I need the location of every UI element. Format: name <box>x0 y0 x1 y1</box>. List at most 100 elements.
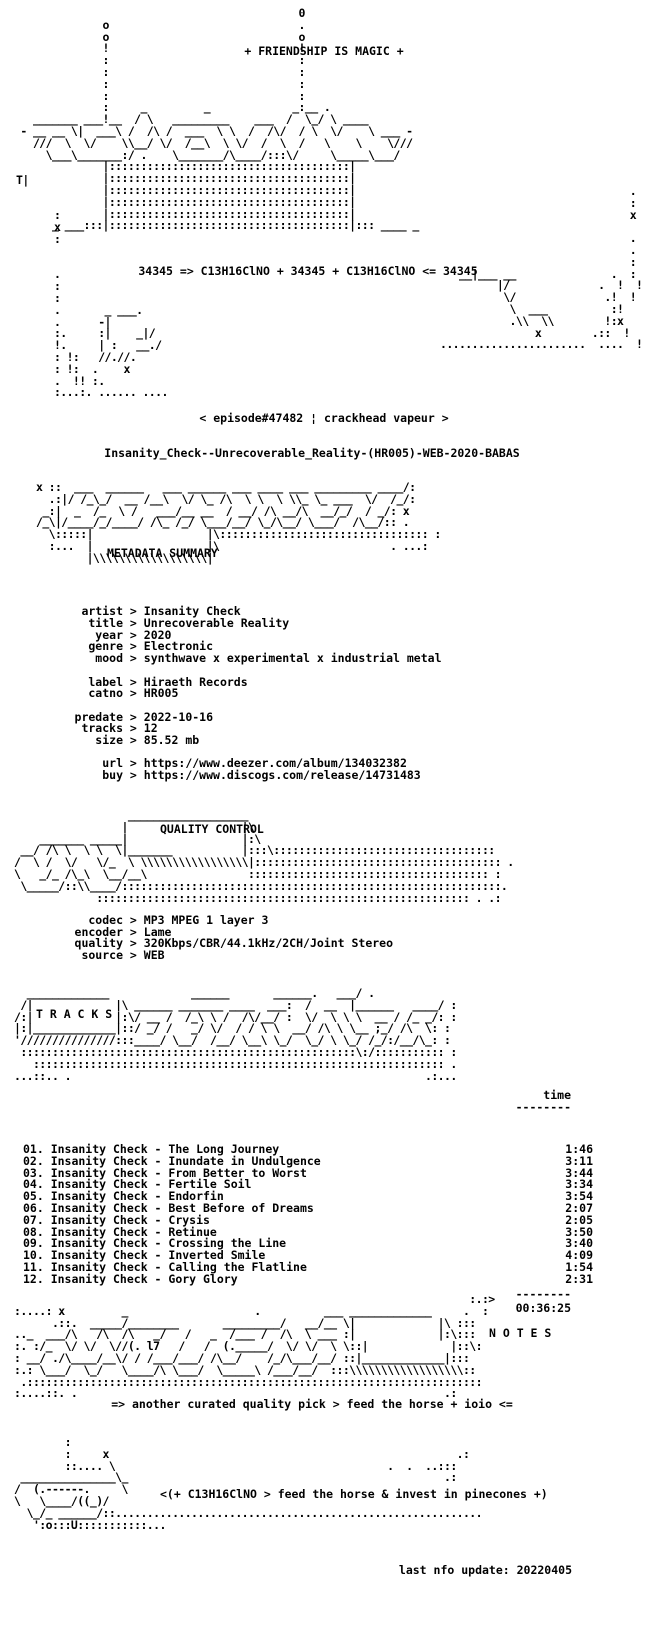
track-time: 3:40 <box>565 1236 593 1251</box>
track-time: 2:07 <box>565 1200 593 1215</box>
track-time: 1:54 <box>565 1259 593 1274</box>
footer-slogan: <(+ C13H16ClNO > feed the horse & invest… <box>160 1487 548 1501</box>
track-title: 03. Insanity Check - From Better to Wors… <box>23 1165 307 1180</box>
tracks-banner-ascii: _____________ ______ ______. ___/ . /| |… <box>14 986 457 1083</box>
metadata-key: artist <box>81 604 123 618</box>
quality-banner-ascii: ___________________ | |\ _______ _____| … <box>14 808 514 905</box>
track-time: 2:05 <box>565 1212 593 1227</box>
quality-value: WEB <box>143 948 165 962</box>
separator-glyph: > <box>123 710 144 724</box>
track-row: 03. Insanity Check - From Better to Wors… <box>23 1165 593 1180</box>
quality-row: quality > 320Kbps/CBR/44.1kHz/2CH/Joint … <box>60 936 394 950</box>
track-title: 04. Insanity Check - Fertile Soil <box>23 1177 252 1192</box>
separator-glyph: > <box>123 733 144 747</box>
episode-line: < episode#47482 ¦ crackhead vapeur > <box>199 411 449 425</box>
track-row: 08. Insanity Check - Retinue 3:50 <box>23 1224 593 1239</box>
track-time: 3:44 <box>565 1165 593 1180</box>
separator-glyph: > <box>123 721 144 735</box>
metadata-row: title > Unrecoverable Reality <box>60 616 290 630</box>
metadata-row: buy > https://www.discogs.com/release/14… <box>60 768 421 782</box>
metadata-key: size <box>95 733 123 747</box>
track-time: 3:11 <box>565 1153 593 1168</box>
quality-row: codec > MP3 MPEG 1 layer 3 <box>60 913 268 927</box>
track-time: 3:54 <box>565 1189 593 1204</box>
track-title: 01. Insanity Check - The Long Journey <box>23 1142 280 1156</box>
separator-glyph: > <box>123 604 144 618</box>
track-row: 04. Insanity Check - Fertile Soil 3:34 <box>23 1179 593 1191</box>
quality-heading: QUALITY CONTROL <box>160 822 264 836</box>
separator-glyph: > <box>123 948 144 962</box>
metadata-value: 85.52 mb <box>143 733 200 747</box>
quality-key: codec <box>88 913 123 927</box>
metadata-row: catno > HR005 <box>60 686 179 700</box>
tagline: + FRIENDSHIP IS MAGIC + <box>244 44 404 58</box>
track-title: 09. Insanity Check - Crossing the Line <box>23 1236 287 1251</box>
metadata-row: size > 85.52 mb <box>60 733 200 747</box>
metadata-key: tracks <box>81 721 123 735</box>
separator-glyph: > <box>123 651 144 665</box>
track-time: 4:09 <box>565 1248 593 1263</box>
track-title: 06. Insanity Check - Best Before of Drea… <box>23 1200 314 1215</box>
metadata-row: url > https://www.deezer.com/album/13403… <box>60 756 407 770</box>
footer-horse-ascii: : : x .: ::.... \ . . ..::: ____________… <box>14 1435 483 1532</box>
last-update: last nfo update: 20220405 <box>398 1563 572 1577</box>
metadata-value: 2022-10-16 <box>143 710 214 724</box>
track-row: 07. Insanity Check - Crysis 2:05 <box>23 1212 593 1227</box>
metadata-key: year <box>95 628 123 642</box>
metadata-row: predate > 2022-10-16 <box>60 710 214 724</box>
metadata-key: label <box>88 675 123 689</box>
metadata-key: genre <box>88 639 123 653</box>
metadata-key: catno <box>88 686 123 700</box>
track-title: 07. Insanity Check - Crysis <box>23 1212 210 1227</box>
notes-banner-ascii: :.:> :....: x _ . ___ _____________ . : … <box>14 1292 495 1401</box>
metadata-row: genre > Electronic <box>60 639 214 653</box>
notes-heading: N O T E S <box>489 1326 552 1340</box>
quality-key: encoder <box>74 925 123 939</box>
metadata-row: label > Hiraeth Records <box>60 675 248 689</box>
separator-glyph: > <box>123 639 144 653</box>
track-title: 11. Insanity Check - Calling the Flatlin… <box>23 1259 307 1274</box>
quality-row: source > WEB <box>60 948 165 962</box>
tracks-rule-top: -------- <box>515 1100 571 1114</box>
metadata-value: Electronic <box>143 639 214 653</box>
quality-key: quality <box>74 936 123 950</box>
right-bracket-ascii: . : x . . : __|___ __ . : <box>440 184 643 352</box>
quality-key: source <box>81 948 123 962</box>
metadata-key: url <box>102 756 123 770</box>
track-title: 10. Insanity Check - Inverted Smile <box>23 1248 266 1263</box>
separator-glyph: > <box>123 925 144 939</box>
notes-line: => another curated quality pick > feed t… <box>111 1397 513 1411</box>
metadata-value: Hiraeth Records <box>143 675 248 689</box>
top-ascii-logo: 0 o . o o ! ! : : <box>20 6 419 233</box>
track-title: 08. Insanity Check - Retinue <box>23 1224 217 1239</box>
track-title: 02. Insanity Check - Inundate in Undulge… <box>23 1153 321 1168</box>
separator-glyph: > <box>123 686 144 700</box>
metadata-link[interactable]: https://www.deezer.com/album/134032382 <box>143 756 407 770</box>
metadata-row: artist > Insanity Check <box>60 604 240 618</box>
metadata-value: Unrecoverable Reality <box>143 616 290 630</box>
metadata-value: 12 <box>143 721 158 735</box>
separator-glyph: > <box>123 628 144 642</box>
tracks-time-header: time <box>543 1088 571 1102</box>
metadata-value: HR005 <box>143 686 179 700</box>
metadata-value: 2020 <box>143 628 172 642</box>
metadata-key: title <box>88 616 123 630</box>
track-time: 3:34 <box>565 1177 593 1192</box>
track-row: 10. Insanity Check - Inverted Smile 4:09 <box>23 1248 593 1263</box>
metadata-key: mood <box>95 651 123 665</box>
track-row: 06. Insanity Check - Best Before of Drea… <box>23 1200 593 1215</box>
track-time: 3:50 <box>565 1224 593 1239</box>
separator-glyph: > <box>123 616 144 630</box>
formula-line: 34345 => C13H16ClNO + 34345 + C13H16ClNO… <box>138 264 478 278</box>
track-title: 05. Insanity Check - Endorfin <box>23 1189 224 1204</box>
metadata-link[interactable]: https://www.discogs.com/release/14731483 <box>143 768 421 782</box>
track-row: 02. Insanity Check - Inundate in Undulge… <box>23 1153 593 1168</box>
track-row: 11. Insanity Check - Calling the Flatlin… <box>23 1259 593 1274</box>
separator-glyph: > <box>123 675 144 689</box>
metadata-value: synthwave x experimental x industrial me… <box>143 651 442 665</box>
release-name: Insanity_Check--Unrecoverable_Reality-(H… <box>104 446 520 460</box>
metadata-heading: METADATA SUMMARY <box>107 546 218 560</box>
